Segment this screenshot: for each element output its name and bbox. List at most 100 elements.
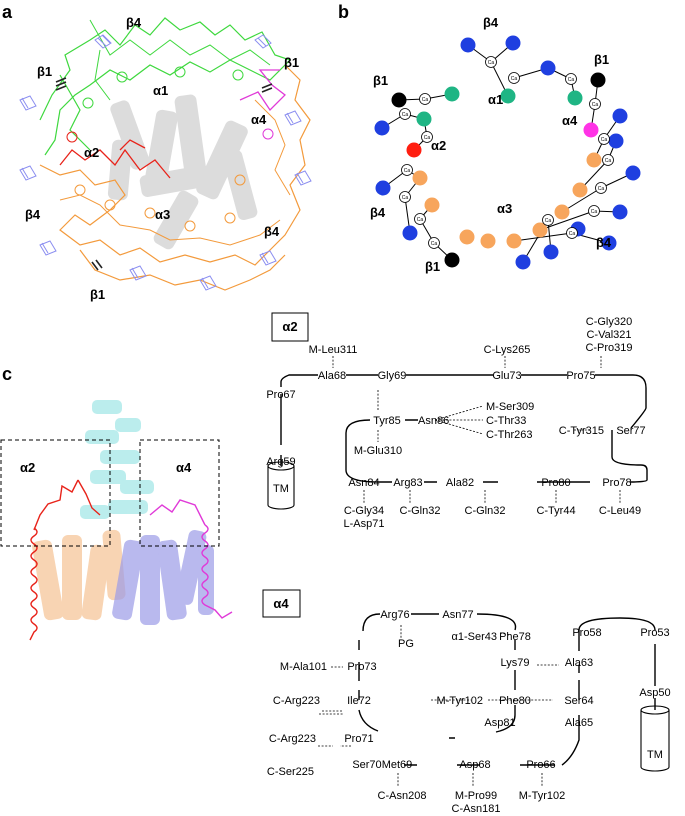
alpha2-tm-label: TM	[273, 483, 289, 495]
residue-dot-black	[391, 92, 407, 108]
label-b-beta4-left: β4	[370, 205, 386, 220]
alpha2-residue-c-val321: C-Val321	[586, 329, 631, 341]
blue-strands	[19, 34, 312, 291]
alpha4-residue-asp68: Asp68	[459, 759, 490, 771]
label-b-alpha2: α2	[431, 138, 446, 153]
residue-dot-blue	[375, 180, 391, 196]
residue-dot-orange	[506, 233, 522, 249]
residue-dot-blue	[543, 244, 559, 260]
residue-dot-red	[406, 142, 422, 158]
residue-dot-orange	[532, 222, 548, 238]
alpha4-residue-ile72: Ile72	[347, 695, 371, 707]
label-b-beta4-top: β4	[483, 15, 499, 30]
ca-atom	[589, 98, 601, 110]
alpha2-residue-ala68: Ala68	[318, 370, 346, 382]
alpha4-residue-met69: Met69	[382, 759, 413, 771]
alpha4-residue-c-asn181: C-Asn181	[452, 803, 501, 815]
residue-dot-orange	[554, 204, 570, 220]
alpha2-residue-pro80: Pro80	[541, 477, 570, 489]
alpha2-residue-c-thr33: C-Thr33	[486, 415, 526, 427]
ca-atom	[399, 191, 411, 203]
alpha4-residue-ser64: Ser64	[564, 695, 593, 707]
ca-atom	[566, 227, 578, 239]
residue-dot-green	[567, 90, 583, 106]
ca-atom	[588, 205, 600, 217]
residue-dot-blue	[612, 204, 628, 220]
alpha2-residue-glu73: Glu73	[492, 370, 521, 382]
label-a-beta4-top: β4	[126, 15, 142, 30]
ca-atom	[421, 131, 433, 143]
label-a-beta1-right: β1	[284, 55, 299, 70]
alpha2-residue-pro67: Pro67	[266, 389, 295, 401]
alpha4-title: α4	[273, 596, 289, 611]
ca-atom	[419, 93, 431, 105]
orange-ribbon-2	[59, 99, 291, 246]
alpha2-residue-c-lys265: C-Lys265	[484, 344, 531, 356]
ca-atom-label: Ca	[545, 218, 552, 224]
ca-atom-label: Ca	[569, 231, 576, 237]
magenta-ribbon	[239, 69, 286, 112]
ca-atom-label: Ca	[488, 60, 495, 66]
ca-atom-label: Ca	[431, 241, 438, 247]
residue-dot-blue	[374, 120, 390, 136]
ca-atom-label: Ca	[402, 112, 409, 118]
alpha4-residue-c-arg223a: C-Arg223	[273, 695, 320, 707]
alpha2-residue-c-gly320: C-Gly320	[586, 316, 632, 328]
alpha4-residue-m-tyr102b: M-Tyr102	[519, 790, 565, 802]
alpha2-residue-c-gly34: C-Gly34	[344, 505, 384, 517]
ca-atom-label: Ca	[417, 217, 424, 223]
residue-dot-orange	[572, 182, 588, 198]
alpha4-residue-asp50: Asp50	[639, 687, 670, 699]
alpha2-residue-c-leu49: C-Leu49	[599, 505, 641, 517]
alpha4-title-box	[262, 589, 301, 618]
alpha4-dashed-box	[139, 439, 220, 547]
magenta-loop	[149, 499, 206, 526]
alpha4-residue-ala65: Ala65	[565, 717, 593, 729]
alpha4-residue-ser70: Ser70	[352, 759, 381, 771]
alpha4-residue-a1-ser43: α1-Ser43	[452, 631, 498, 643]
alpha4-residue-c-ser225: C-Ser225	[267, 766, 314, 778]
alpha4-residue-pro53: Pro53	[640, 627, 669, 639]
residue-dot-blue	[515, 254, 531, 270]
label-a-beta1-left: β1	[37, 64, 52, 79]
label-a-alpha3: α3	[155, 207, 170, 222]
alpha4-residue-c-arg223b: C-Arg223	[269, 733, 316, 745]
alpha4-residue-pro66: Pro66	[526, 759, 555, 771]
alpha2-residue-m-ser309: M-Ser309	[486, 401, 534, 413]
label-a-alpha4: α4	[251, 112, 267, 127]
alpha2-residue-m-leu311: M-Leu311	[309, 344, 358, 356]
alpha4-residue-pg: PG	[398, 638, 414, 650]
label-a-alpha2: α2	[84, 145, 99, 160]
ca-atom-label: Ca	[402, 195, 409, 201]
alpha4-residue-asp81: Asp81	[484, 717, 515, 729]
alpha2-residue-arg59: Arg59	[266, 456, 295, 468]
panel-a-structure: a	[2, 2, 312, 302]
residue-dot-green	[500, 88, 516, 104]
ca-atom	[401, 164, 413, 176]
alpha2-residue-pro78: Pro78	[602, 477, 631, 489]
panel-c-structure: c α2 α4	[0, 364, 233, 641]
alpha2-residue-ala82: Ala82	[446, 477, 474, 489]
ca-atom-label: Ca	[404, 168, 411, 174]
alpha2-residue-pro75: Pro75	[566, 370, 595, 382]
residue-dot-green	[444, 86, 460, 102]
helix-knots	[66, 66, 274, 232]
alpha4-residue-phe78: Phe78	[499, 631, 531, 643]
residue-dot-blue	[505, 35, 521, 51]
alpha2-title: α2	[282, 319, 297, 334]
ca-atom	[602, 154, 614, 166]
residue-dot-blue	[608, 133, 624, 149]
alpha4-residue-m-pro99: M-Pro99	[455, 790, 497, 802]
residue-dot-magenta	[583, 122, 599, 138]
alpha2-residue-c-gln32a: C-Gln32	[400, 505, 441, 517]
label-c-alpha4: α4	[176, 460, 192, 475]
black-strands	[55, 77, 273, 271]
ca-atom	[399, 108, 411, 120]
ca-atom-label: Ca	[424, 135, 431, 141]
alpha2-dashed-box	[0, 439, 111, 547]
label-b-alpha1: α1	[488, 92, 503, 107]
ca-atom-label: Ca	[605, 158, 612, 164]
ca-atom-label: Ca	[568, 77, 575, 83]
alpha2-residue-c-gln32b: C-Gln32	[465, 505, 506, 517]
